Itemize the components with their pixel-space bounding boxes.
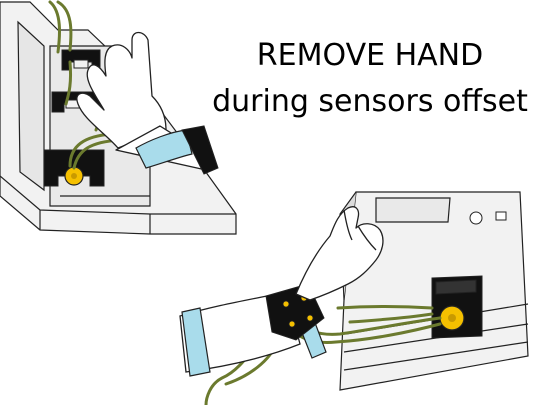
switch-icon — [496, 212, 506, 220]
caption-line-1: REMOVE HAND — [200, 38, 540, 74]
sensor-center-dot — [71, 173, 77, 179]
knob-icon — [470, 212, 482, 224]
sensor-center-dot-bottom — [448, 314, 456, 322]
caption-line-2: during sensors offset — [200, 84, 540, 120]
